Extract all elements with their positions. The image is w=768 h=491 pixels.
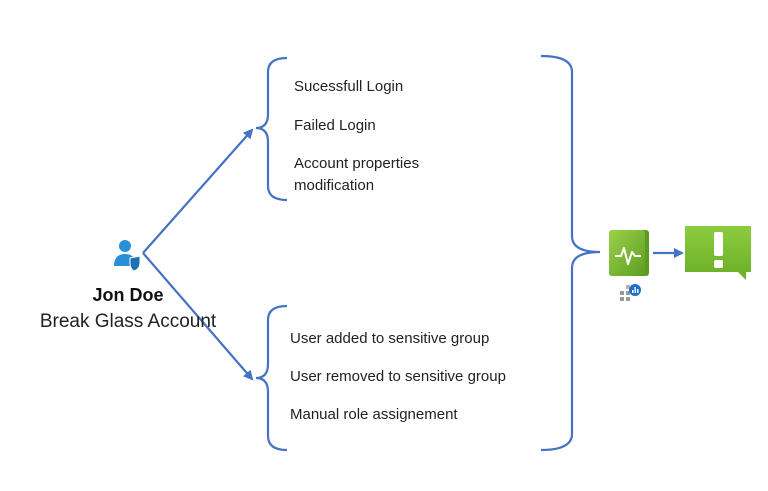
- event-failed-login: Failed Login: [294, 117, 376, 134]
- right-combining-brace: [540, 54, 601, 452]
- event-manual-role-assignment: Manual role assignement: [290, 406, 458, 423]
- user-name: Jon Doe: [92, 285, 164, 305]
- bottom-group-brace: [255, 304, 288, 452]
- workbook-monitor-icon: [609, 230, 649, 276]
- alert-icon: [685, 226, 751, 280]
- user-role: Break Glass Account: [39, 311, 217, 332]
- event-account-properties-modification: Account properties modification: [294, 155, 420, 194]
- event-successful-login: Sucessfull Login: [294, 78, 404, 95]
- analytics-badge-icon: [620, 284, 641, 301]
- arrow-to-bottom-group: [142, 252, 254, 381]
- top-group-brace: [255, 56, 288, 202]
- event-user-removed-sensitive-group: User removed to sensitive group: [290, 368, 506, 385]
- user-shield-icon: [114, 240, 141, 272]
- arrow-to-top-group: [142, 128, 254, 254]
- event-user-added-sensitive-group: User added to sensitive group: [290, 330, 490, 347]
